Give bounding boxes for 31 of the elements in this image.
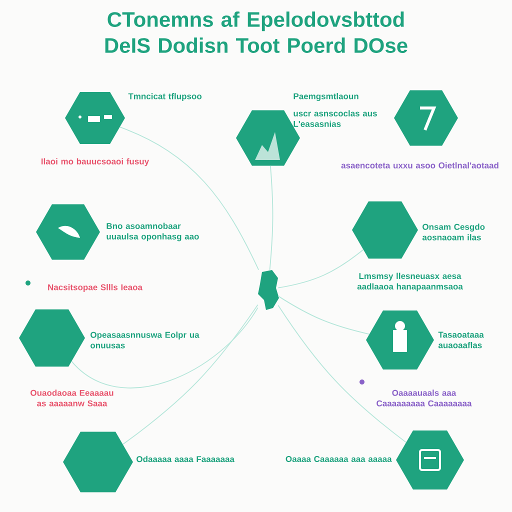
connector-line [122,304,258,445]
hexagon [65,92,125,144]
connector-line [71,307,258,388]
node-caption: Opeasaasnnuswa Eolpr ua onuusas [90,332,200,348]
note-text: Oaaaauaals aaa Caaaaaaaaa Caaaaaaaa [376,390,472,406]
node-caption: uscr asnscoclas aus L'easasnias [294,110,377,127]
hexagon [352,201,418,259]
connector-line [278,296,370,335]
note-text: Lmsmsy llesneuasx aesa aadlaaoa hanapaanmsaoa [357,272,463,292]
node-caption: Odaaaaa aaaa Faaaaaaa [136,456,235,462]
node-caption: asaencoteta uxxu asoo Oietlnal'aotaad [341,162,498,168]
node-caption: Tasaoataaa auaoaaflas [438,332,484,348]
connector-line [278,304,406,443]
organ-drawing [258,270,279,310]
hexagon [36,204,100,260]
note-text: Ouaodaoaa Eeaaaau as aaaaanw Saaa [30,390,114,406]
hexagon [19,309,85,367]
connector-line [278,249,364,288]
note-text: Nacsitsopae Sllls Ieaoa [48,284,143,292]
node-caption: Oaaaa Caaaaaa aaa aaaaa [286,456,392,462]
node-caption: Bno asoamnobaar uuaulsa oponhasg aao [106,222,199,242]
connector-line [120,126,260,270]
node-caption: Tmncicat tflupsoo [128,93,202,101]
title: CTonemns af Epelodovsbttod DeIS Dodisn Toot Poerd DOse [105,12,408,53]
hexagon [63,432,133,492]
hexagon [394,90,458,146]
hexagon [396,430,464,490]
node-caption: Paemgsmtlaoun [294,93,358,101]
connector-line [269,165,274,270]
node-caption: Onsam Cesgdo aosnaoam ilas [422,224,485,240]
node-caption: Ilaoi mo bauucsoaoi fusuy [42,158,150,166]
